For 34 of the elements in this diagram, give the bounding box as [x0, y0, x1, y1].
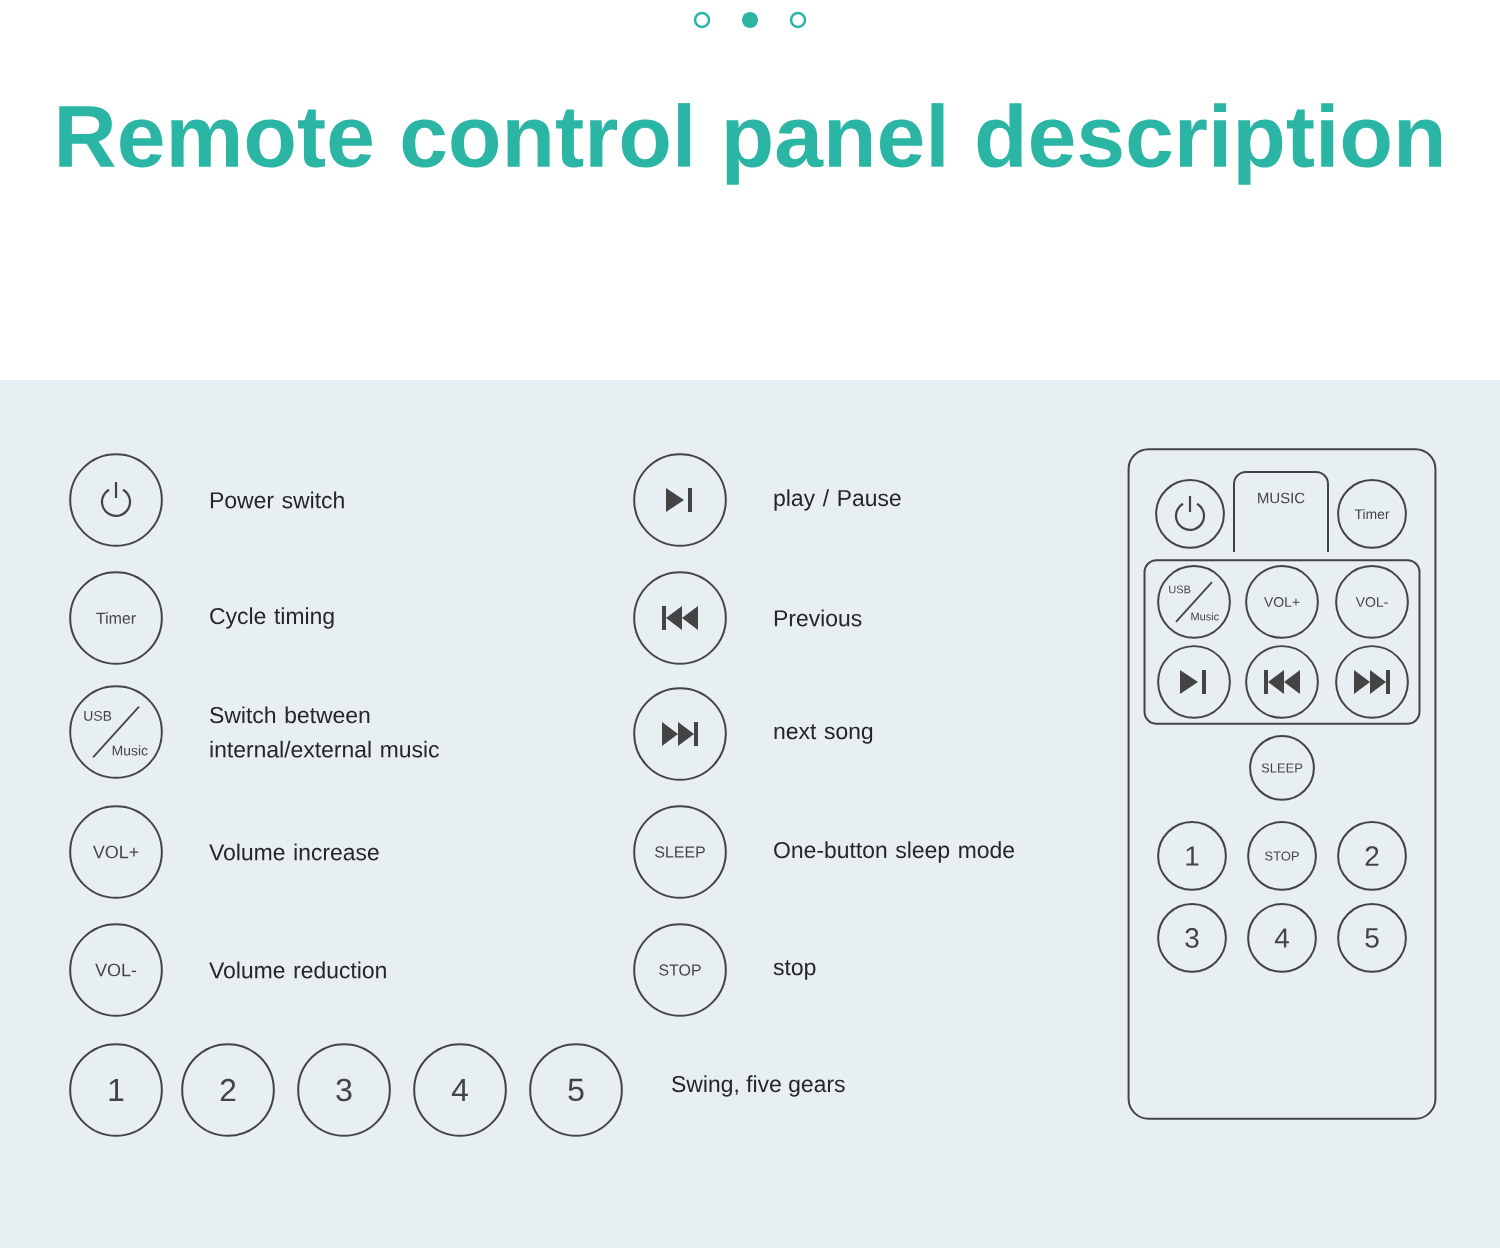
button-description: stop: [773, 960, 816, 980]
round-button: 1: [69, 1043, 163, 1137]
round-button: 5: [1337, 903, 1407, 973]
button-panel: [1143, 559, 1421, 725]
button-description: One-button sleep mode: [774, 841, 1014, 863]
button-description: Power switch: [210, 491, 344, 509]
round-button: 4: [413, 1043, 507, 1137]
button-description: play / Pause: [774, 489, 901, 511]
title: Remote control panel description: [59, 103, 1442, 185]
button-description: Volume increase: [209, 843, 379, 861]
button-description: next song: [774, 724, 873, 744]
round-button: [633, 453, 727, 547]
round-button: [1157, 645, 1231, 719]
round-button: 4: [1247, 903, 1317, 973]
round-button: 1: [1157, 821, 1227, 891]
button-description: Cycle timing: [210, 607, 334, 629]
round-button: [69, 453, 163, 547]
round-button: [633, 687, 727, 781]
round-button: 2: [181, 1043, 275, 1137]
round-button: 3: [1157, 903, 1227, 973]
button-description: Previous: [774, 609, 862, 627]
group-description: Swing, five gears: [672, 1075, 845, 1097]
round-button: VOL-: [69, 923, 163, 1017]
round-button: [633, 571, 727, 665]
remote-body: [1127, 448, 1437, 1120]
round-button: [1245, 645, 1319, 719]
button-description: Volume reduction: [209, 961, 386, 979]
round-button: [1155, 479, 1225, 549]
round-button: 5: [529, 1043, 623, 1137]
round-button: VOL+: [69, 805, 163, 899]
round-button: [1335, 645, 1409, 719]
round-button: 3: [297, 1043, 391, 1137]
button-description: Switch between internal/external music: [210, 706, 439, 758]
round-button: 2: [1337, 821, 1407, 891]
